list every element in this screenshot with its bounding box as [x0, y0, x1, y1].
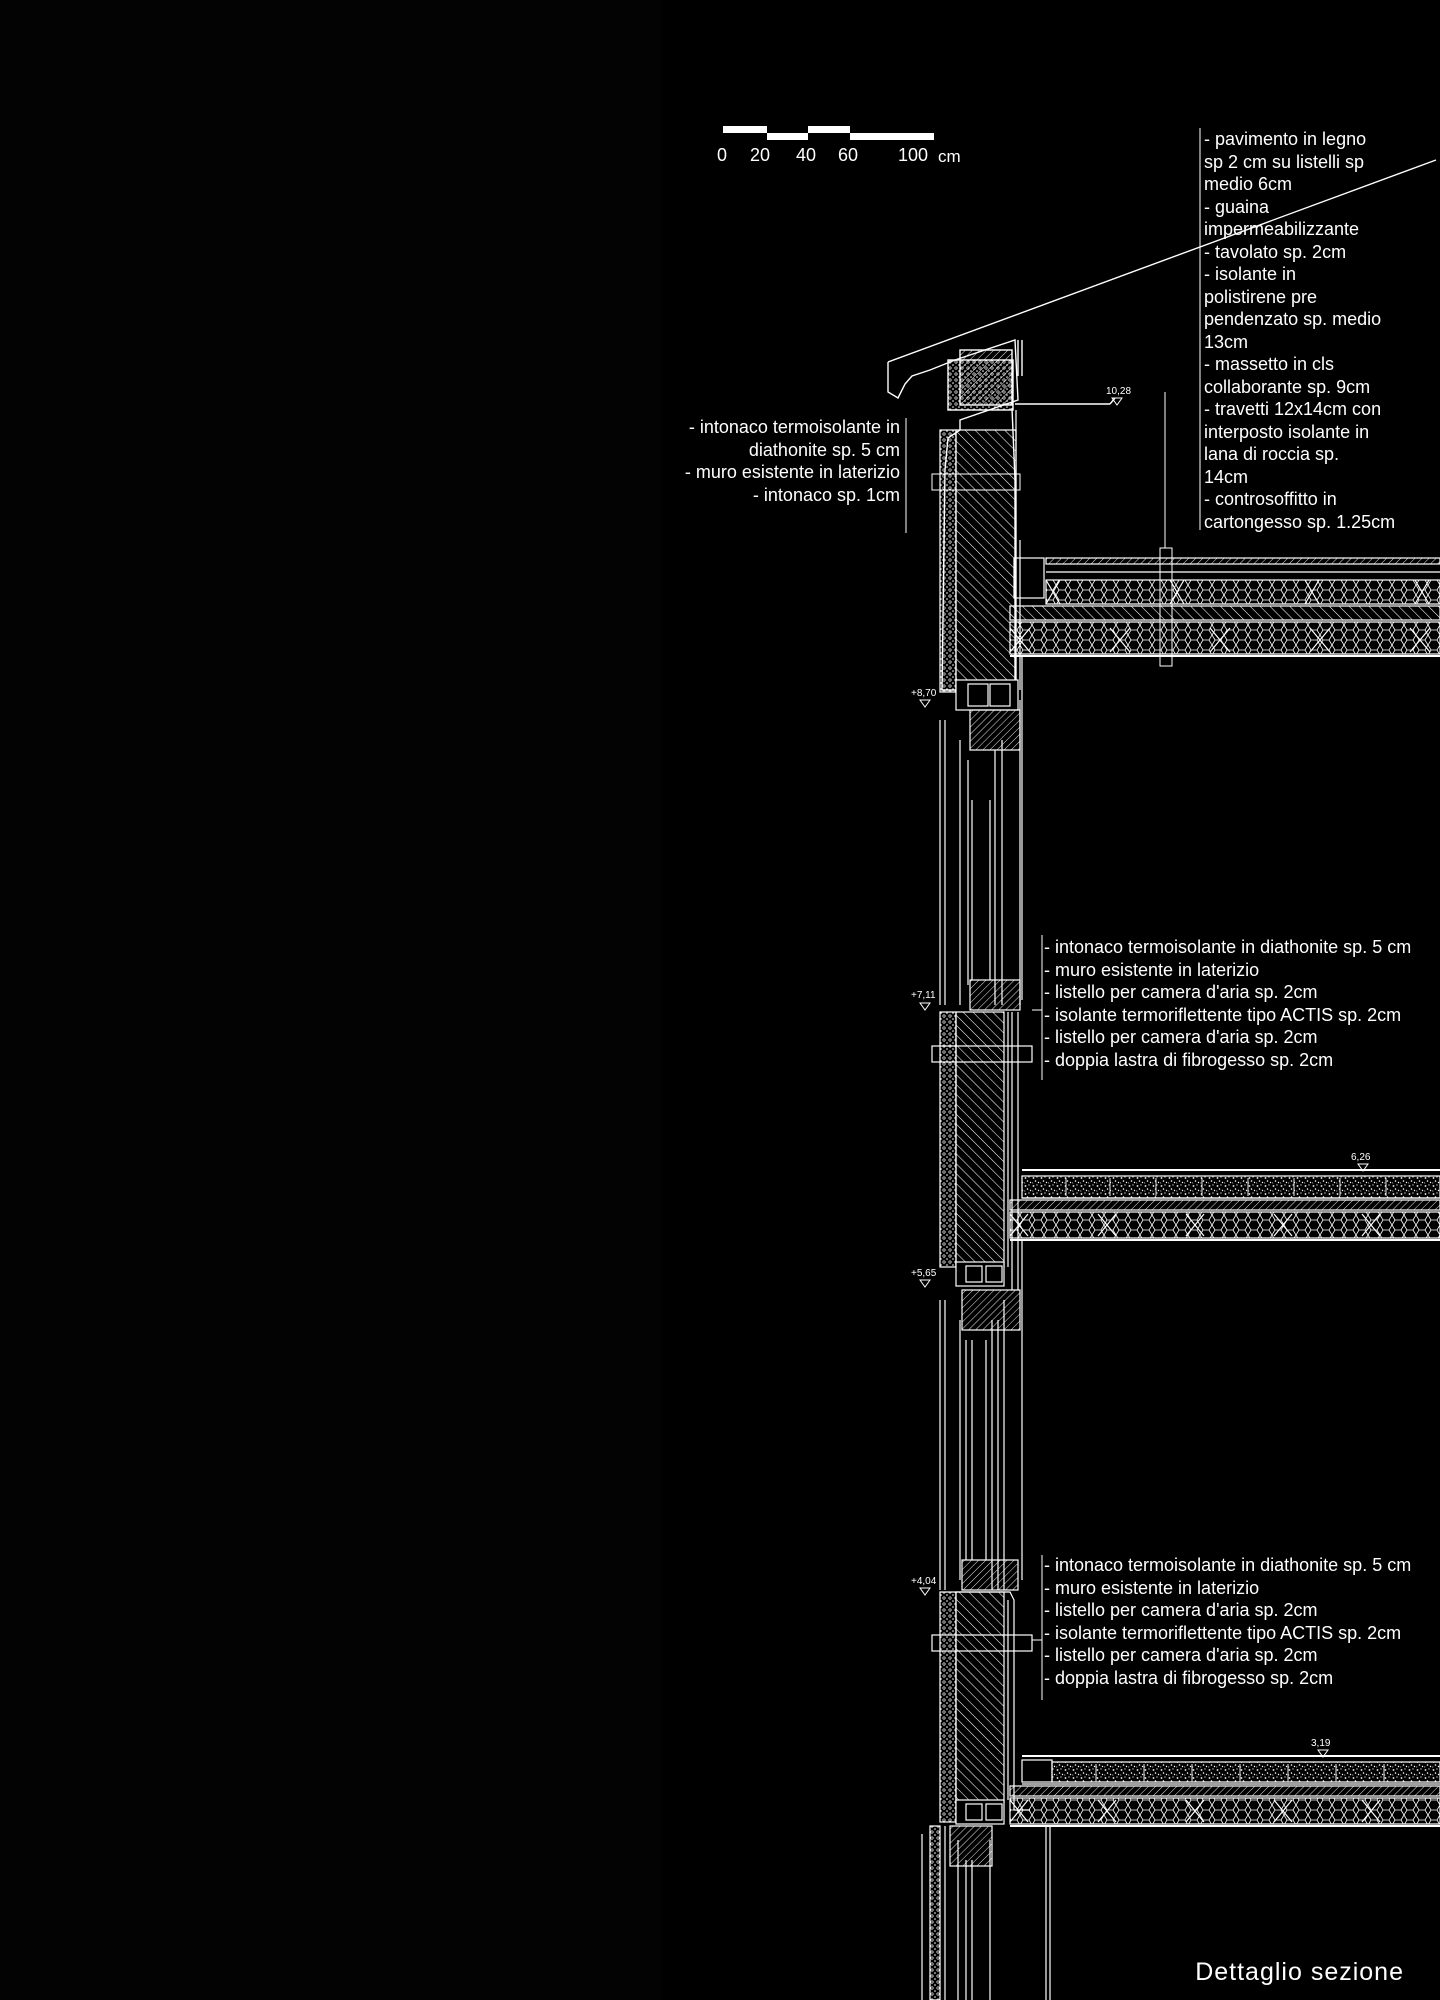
roof-note: - guaina [1204, 196, 1270, 217]
roof-note: - travetti 12x14cm con [1204, 399, 1382, 419]
wall-note: - listello per camera d'aria sp. 2cm [1044, 1027, 1318, 1047]
roof-note: - massetto in cls [1204, 354, 1335, 374]
scale-label-40: 40 [796, 145, 817, 165]
wall-note: - isolante termoriflettente tipo ACTIS s… [1044, 1622, 1402, 1643]
level-window-top-2: +8,70 [911, 688, 937, 699]
roof-note: impermeabilizzante [1204, 219, 1360, 239]
roof-note: sp 2 cm su listelli sp [1204, 151, 1365, 172]
roof-note: collaborante sp. 9cm [1204, 376, 1371, 397]
roof-slab [1009, 557, 1440, 1000]
roof-note: polistirene pre [1204, 286, 1318, 307]
lower-wall-leader [1032, 1555, 1043, 1700]
roof-leader [1159, 128, 1201, 667]
wall-note: - isolante termoriflettente tipo ACTIS s… [1044, 1004, 1402, 1025]
roof-note: cartongesso sp. 1.25cm [1204, 511, 1396, 532]
roof-note: 13cm [1204, 331, 1249, 352]
eave-note: - intonaco termoisolante in [688, 417, 900, 437]
wall-segment-lower [931, 1591, 1033, 1825]
roof-slope [887, 159, 1437, 368]
roof-note: - tavolato sp. 2cm [1204, 241, 1347, 262]
roof-note: pendenzato sp. medio [1204, 309, 1382, 329]
wall-notes-upper: - intonaco termoisolante in diathonite s… [1044, 936, 1411, 1071]
window-upper [939, 679, 1021, 1011]
lower-slab [1009, 1755, 1440, 2000]
scale-unit: cm [938, 147, 961, 166]
drawing-title: Dettaglio sezione [1195, 1958, 1404, 1986]
roof-note: interposto isolante in [1204, 421, 1370, 442]
wall-note: - doppia lastra di fibrogesso sp. 2cm [1044, 1667, 1334, 1688]
wall-note: - listello per camera d'aria sp. 2cm [1044, 1600, 1318, 1620]
level-window-top-1: +5,65 [911, 1268, 937, 1279]
wall-note: - muro esistente in laterizio [1044, 959, 1260, 980]
wall-note: - intonaco termoisolante in diathonite s… [1044, 1555, 1412, 1575]
wall-notes-lower: - intonaco termoisolante in diathonite s… [1044, 1554, 1411, 1689]
level-markers [919, 397, 1369, 1758]
scale-label-60: 60 [838, 145, 859, 165]
window-ground [921, 1825, 993, 2000]
roof-note: 14cm [1204, 466, 1249, 487]
level-roof: 10,28 [1106, 386, 1132, 397]
wall-note: - listello per camera d'aria sp. 2cm [1044, 1645, 1318, 1665]
wall-note: - intonaco termoisolante in diathonite s… [1044, 937, 1412, 957]
wall-segment-middle [931, 1011, 1033, 1290]
wall-note: - doppia lastra di fibrogesso sp. 2cm [1044, 1049, 1334, 1070]
wall-segment-top [939, 410, 1021, 693]
roof-notes: - pavimento in legno sp 2 cm su listelli… [1204, 128, 1395, 533]
level-sill-1: +4,04 [911, 1576, 937, 1587]
roof-note: - isolante in [1204, 264, 1297, 284]
level-sill-2: +7,11 [911, 990, 936, 1001]
scale-label-20: 20 [750, 145, 771, 165]
blank-left-panel [0, 0, 662, 2000]
scale-bar [723, 126, 934, 140]
roof-note: - pavimento in legno [1204, 129, 1367, 149]
upper-wall-leader [1032, 935, 1043, 1080]
level-floor-1: 3,19 [1311, 1738, 1331, 1749]
middle-slab [1009, 1169, 1440, 1580]
eave-note: diathonite sp. 5 cm [748, 439, 900, 460]
level-floor-2: 6,26 [1351, 1152, 1371, 1163]
eave-note: - muro esistente in laterizio [684, 462, 900, 482]
roof-note: - controsoffitto in [1204, 489, 1337, 509]
wall-note: - listello per camera d'aria sp. 2cm [1044, 982, 1318, 1002]
window-lower [939, 1289, 1021, 1591]
scale-label-0: 0 [717, 145, 728, 165]
eave-notes: - intonaco termoisolante in diathonite s… [685, 416, 900, 506]
eave-cornice [887, 339, 1116, 691]
eave-note: - intonaco sp. 1cm [752, 484, 900, 505]
roof-note: medio 6cm [1204, 174, 1293, 194]
roof-note: lana di roccia sp. [1204, 444, 1340, 464]
scale-label-100: 100 [898, 145, 929, 165]
wall-note: - muro esistente in laterizio [1044, 1577, 1260, 1598]
